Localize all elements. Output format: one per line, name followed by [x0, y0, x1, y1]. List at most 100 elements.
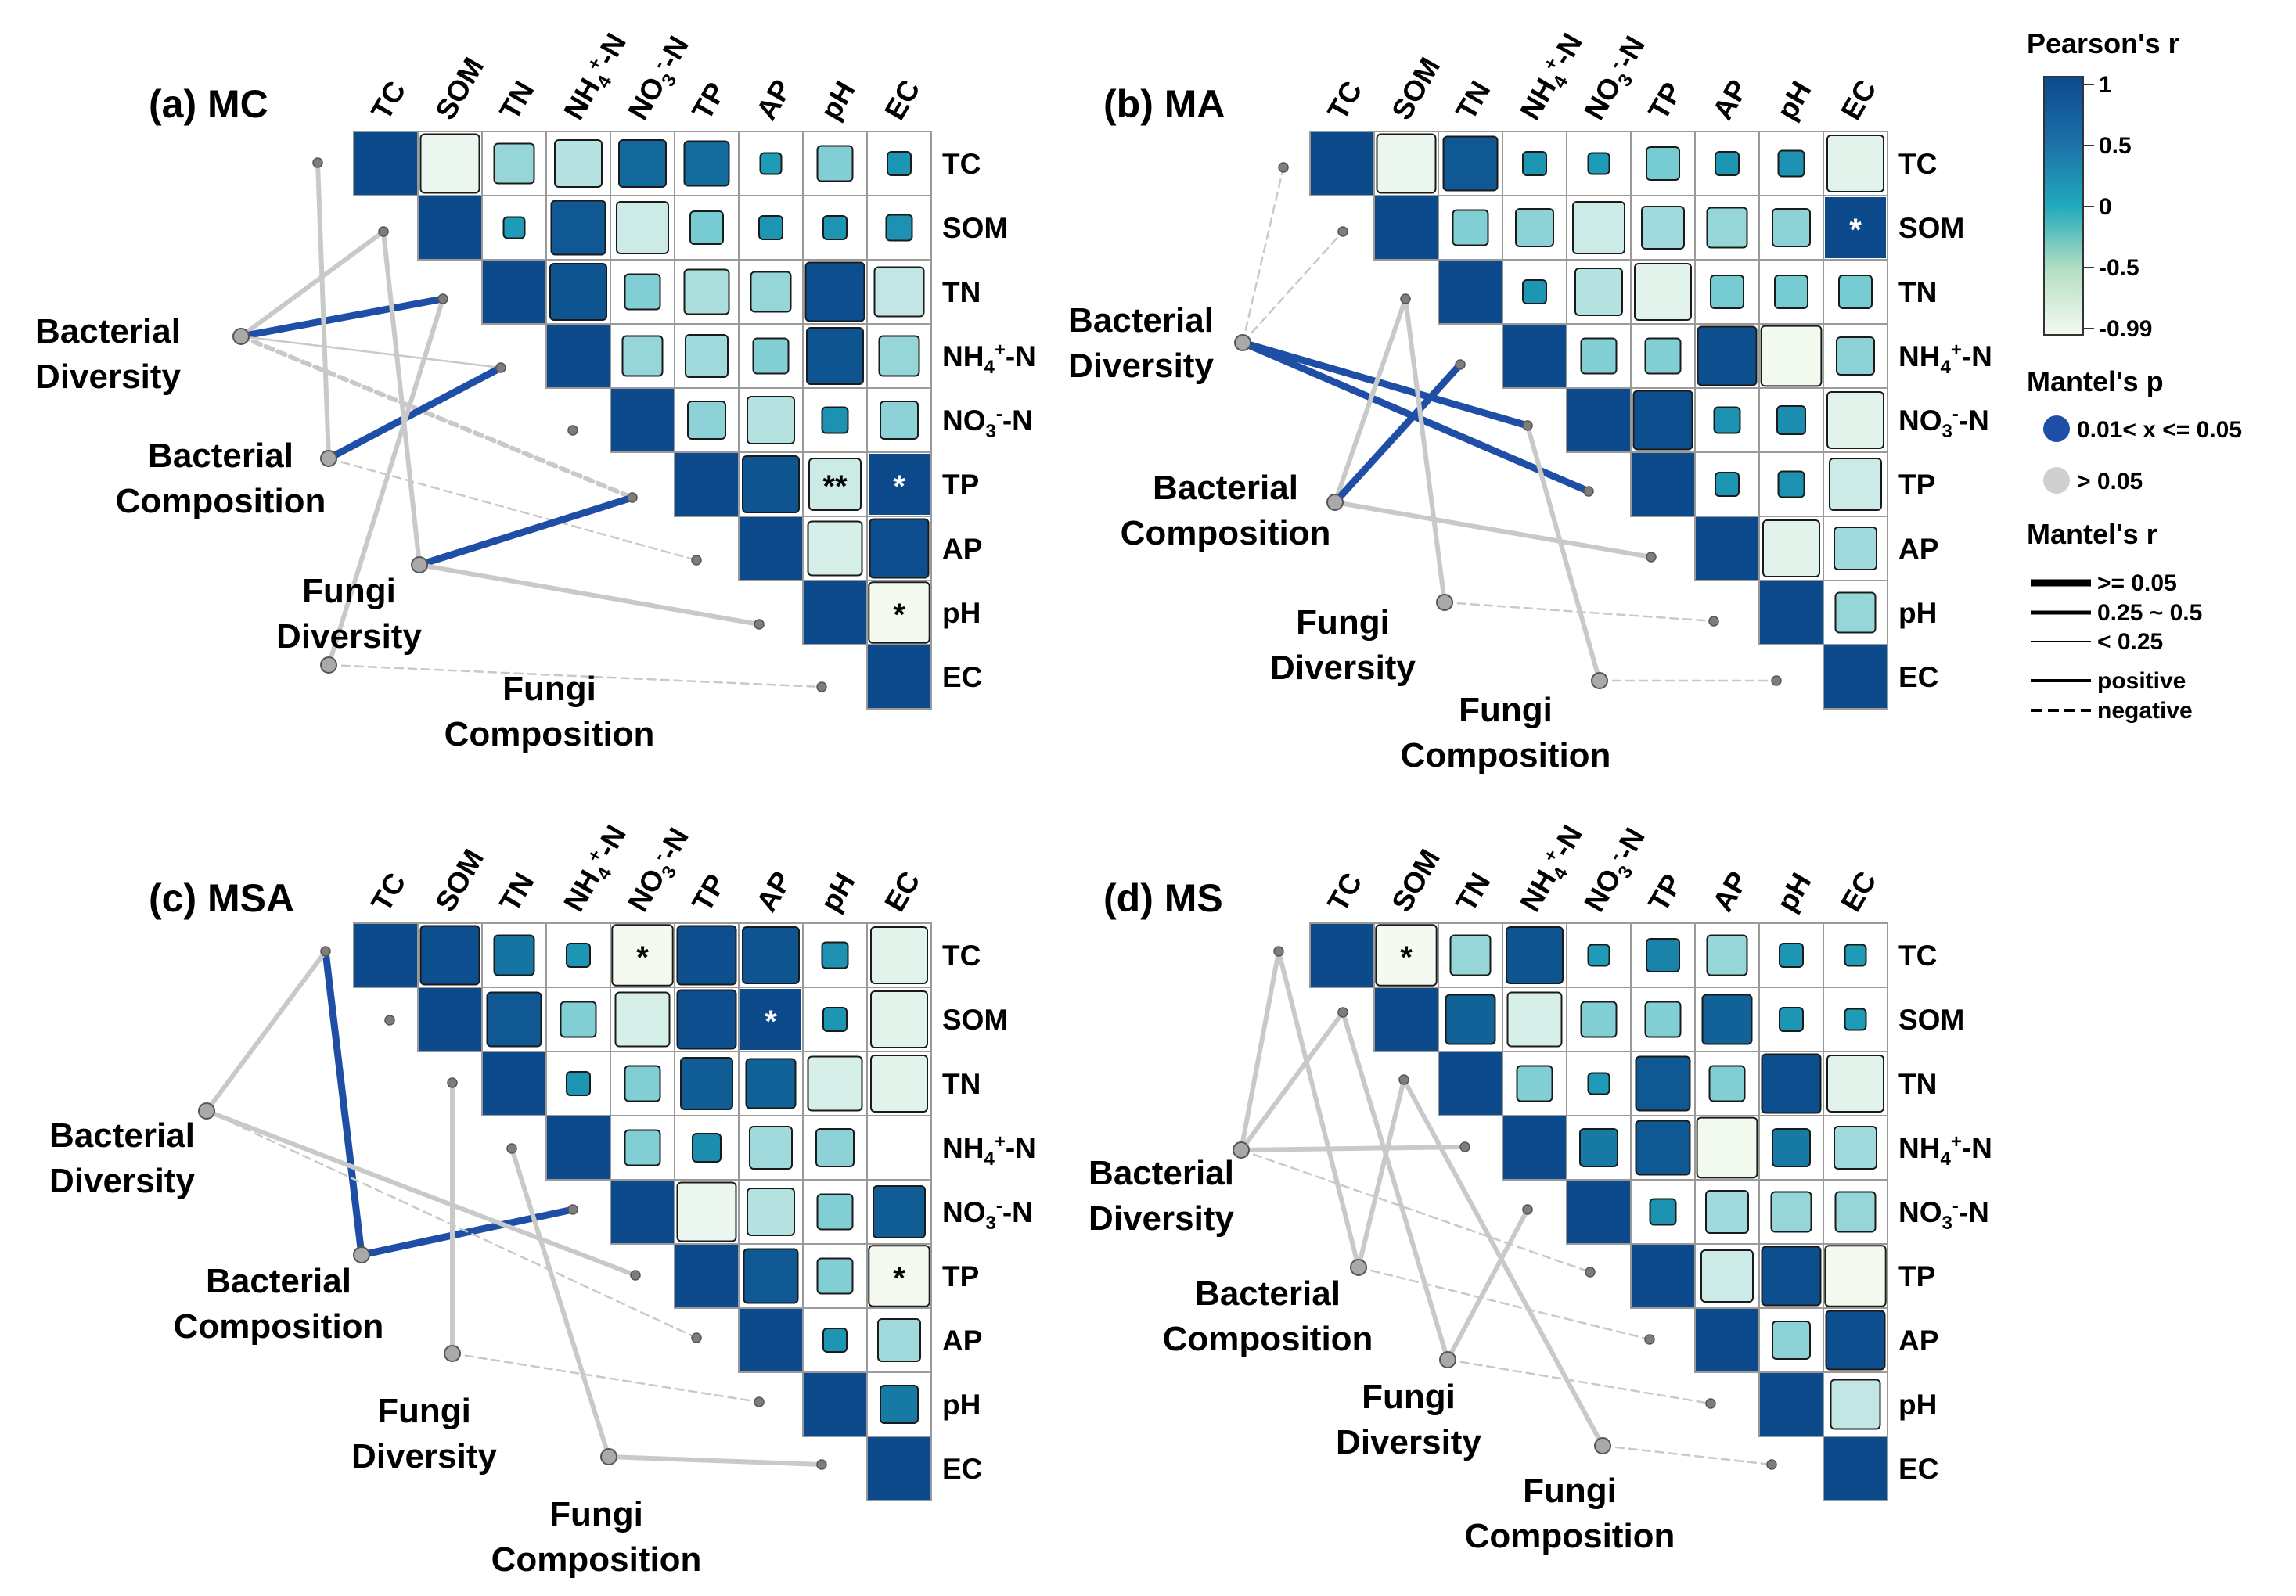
group-node-label: Bacterial	[148, 437, 293, 475]
link-endpoint	[1708, 616, 1719, 627]
group-node-label: Diversity	[35, 358, 181, 396]
legend: Pearson's r 10.50-0.5-0.99 Mantel's p 0.…	[2027, 27, 2242, 724]
link-endpoint	[506, 1143, 517, 1154]
mantel-link	[1357, 1266, 1651, 1341]
column-label: NH4+-N	[1513, 819, 1593, 919]
mantel-link	[1402, 1077, 1605, 1448]
correlation-square	[680, 1057, 733, 1110]
correlation-square	[1708, 1065, 1746, 1102]
correlation-square	[822, 215, 848, 240]
mantel-links	[1239, 166, 1778, 683]
correlation-square	[1830, 1379, 1881, 1430]
colorbar-tick-label: 0	[2099, 194, 2112, 220]
link-endpoint	[378, 226, 389, 237]
row-label: EC	[1898, 661, 1938, 693]
link-nodes: BacterialDiversityBacterialCompositionFu…	[35, 157, 827, 753]
column-label: TP	[686, 77, 732, 125]
diagonal-cell	[1696, 517, 1758, 580]
correlation-square	[816, 1193, 854, 1231]
correlation-square	[752, 337, 790, 375]
grid-cell	[1823, 580, 1888, 645]
diagonal-cell	[483, 1052, 545, 1115]
row-label: SOM	[1898, 212, 1964, 244]
correlation-square	[807, 520, 863, 577]
legend-mantel-p-ns-label: > 0.05	[2077, 469, 2143, 494]
correlation-square	[740, 989, 801, 1050]
correlation-square	[1825, 1310, 1886, 1371]
correlation-square	[878, 335, 920, 377]
diagonal-cell	[1567, 1181, 1630, 1243]
correlation-square	[758, 215, 783, 240]
link-endpoint	[816, 1459, 827, 1470]
correlation-square	[1834, 591, 1877, 634]
column-label: TN	[493, 76, 540, 125]
correlation-square	[873, 266, 925, 318]
group-node-label: Bacterial	[35, 312, 181, 350]
group-node-label: Bacterial	[1153, 469, 1298, 507]
group-node-label: Diversity	[351, 1437, 497, 1476]
diagonal-cell	[868, 645, 930, 708]
row-label: NH4+-N	[1898, 1131, 1992, 1170]
panel-title: (d) MS	[1103, 876, 1223, 920]
correlation-square	[887, 151, 912, 176]
column-label: SOM	[1385, 52, 1446, 125]
correlation-square	[747, 1188, 795, 1236]
correlation-square	[1649, 1198, 1677, 1226]
row-label: TC	[1898, 940, 1937, 972]
correlation-square	[1641, 206, 1685, 250]
correlation-square	[750, 271, 792, 313]
correlation-square	[1515, 208, 1554, 247]
significance-star: *	[1400, 940, 1413, 975]
column-label: pH	[814, 868, 861, 917]
correlation-square	[1587, 1072, 1610, 1095]
diagonal-cell	[675, 1245, 738, 1307]
mantel-link	[1333, 500, 1654, 559]
correlation-square	[1442, 135, 1499, 192]
group-node	[1233, 1141, 1250, 1159]
diagonal-cell	[1311, 924, 1373, 987]
mantel-links	[1239, 949, 1773, 1466]
group-node-label: Fungi	[1296, 603, 1390, 642]
significance-star: *	[893, 469, 905, 504]
column-label: pH	[1770, 868, 1817, 917]
diagonal-cell	[547, 1116, 610, 1179]
correlation-square	[1634, 263, 1692, 321]
mantel-link	[204, 1109, 638, 1278]
diagonal-cell	[1760, 581, 1823, 644]
correlation-square	[1635, 1055, 1691, 1112]
column-label: NH4+-N	[557, 27, 637, 128]
row-label: TP	[942, 469, 979, 501]
correlation-square	[1646, 146, 1680, 181]
correlation-square	[692, 1133, 722, 1163]
legend-mantel-r-medium-label: 0.25 ~ 0.5	[2097, 600, 2202, 626]
row-label: EC	[1898, 1453, 1938, 1485]
link-endpoint	[567, 425, 578, 436]
column-label: AP	[750, 866, 797, 917]
correlation-square	[1844, 1008, 1867, 1031]
correlation-square	[1774, 275, 1808, 309]
row-label: AP	[942, 533, 982, 565]
diagonal-cell	[1375, 988, 1438, 1051]
significance-star: *	[765, 1005, 777, 1039]
correlation-square	[1574, 268, 1623, 316]
mantel-link	[606, 1454, 824, 1467]
row-label: TC	[942, 148, 981, 180]
correlation-square	[1826, 1055, 1884, 1113]
column-label: TC	[365, 868, 412, 917]
row-label: SOM	[942, 1004, 1008, 1036]
diagonal-cell	[1439, 261, 1502, 323]
link-endpoint	[1337, 1007, 1348, 1018]
correlation-square	[624, 1065, 661, 1102]
correlation-square	[1772, 208, 1811, 247]
link-endpoint	[312, 157, 323, 168]
link-endpoint	[1273, 946, 1284, 957]
legend-mantel-r-thick-label: >= 0.05	[2097, 570, 2177, 596]
correlation-square	[816, 145, 854, 182]
correlation-square	[566, 943, 591, 968]
link-endpoint	[630, 1270, 641, 1281]
link-endpoint	[1455, 359, 1466, 370]
diagonal-cell	[1311, 132, 1373, 195]
row-label: EC	[942, 1453, 982, 1485]
